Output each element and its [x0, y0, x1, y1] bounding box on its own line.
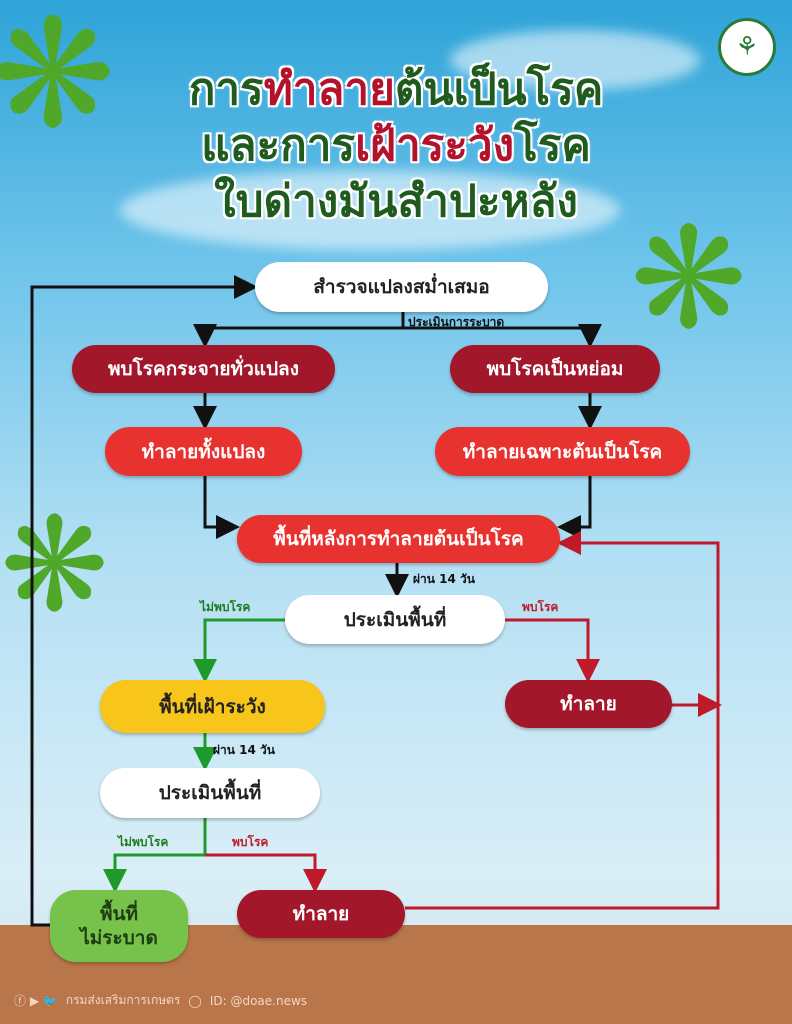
- arrow: [203, 476, 240, 539]
- title-text: การ: [188, 64, 264, 115]
- footer-line-id: ID: @doae.news: [209, 993, 308, 1008]
- title-text: ต้นเป็นโรค: [394, 64, 604, 115]
- title-highlight: ทำลาย: [263, 64, 395, 115]
- not-found-label: ไม่พบโรค: [200, 600, 251, 614]
- footer-org: กรมส่งเสริมการเกษตร: [65, 993, 181, 1007]
- found-label: พบโรค: [522, 600, 559, 614]
- assess-node: ประเมินพื้นที่: [285, 595, 505, 644]
- destroy-all-node: ทำลายทั้งแปลง: [105, 427, 302, 476]
- clear-area-line: พื้นที่: [99, 903, 139, 925]
- destroy-some-node: ทำลายเฉพาะต้นเป็นโรค: [435, 427, 690, 476]
- wait-label: ผ่าน 14 วัน: [413, 572, 475, 586]
- arrow: [30, 275, 258, 927]
- cloud: [120, 170, 620, 250]
- arrow: [405, 531, 720, 910]
- arrow: [193, 312, 405, 348]
- arrow: [205, 853, 327, 893]
- cassava-leaf-image: ❋: [630, 198, 748, 361]
- arrow: [557, 476, 592, 539]
- found-label: พบโรค: [232, 835, 269, 849]
- line-icon: ◯: [188, 993, 202, 1008]
- not-found-label: ไม่พบโรค: [118, 835, 169, 849]
- after-destroy-node: พื้นที่หลังการทำลายต้นเป็นโรค: [237, 515, 560, 563]
- assess-spread-label: ประเมินการระบาด: [408, 315, 505, 329]
- widespread-node: พบโรคกระจายทั่วแปลง: [72, 345, 335, 393]
- arrow: [505, 618, 600, 683]
- cassava-leaf-image: ❋: [0, 489, 109, 641]
- patchy-node: พบโรคเป็นหย่อม: [450, 345, 660, 393]
- destroy-node: ทำลาย: [505, 680, 672, 728]
- destroy-node: ทำลาย: [237, 890, 405, 938]
- arrow: [103, 818, 207, 893]
- clear-area-line: ไม่ระบาด: [80, 927, 158, 949]
- survey-node: สำรวจแปลงสม่ำเสมอ: [255, 262, 548, 312]
- doae-logo: ⚘: [718, 18, 776, 76]
- arrow: [193, 618, 285, 683]
- arrow: [403, 324, 602, 348]
- title-text: ใบด่างมันสำปะหลัง: [214, 176, 578, 227]
- page-title: การทำลายต้นเป็นโรค และการเฝ้าระวังโรค ใบ…: [0, 62, 792, 230]
- footer: ⓕ ▶ 🐦 กรมส่งเสริมการเกษตร ◯ ID: @doae.ne…: [14, 991, 307, 1010]
- assess-node: ประเมินพื้นที่: [100, 768, 320, 818]
- wait-label: ผ่าน 14 วัน: [213, 743, 275, 757]
- cloud: [450, 30, 700, 90]
- title-text: และการ: [201, 120, 356, 171]
- cassava-leaf-image: ❋: [0, 0, 116, 162]
- watch-area-node: พื้นที่เฝ้าระวัง: [100, 680, 325, 733]
- clear-area-node: พื้นที่ ไม่ระบาด: [50, 890, 188, 962]
- title-highlight: เฝ้าระวัง: [355, 120, 515, 171]
- title-text: โรค: [514, 120, 591, 171]
- social-icons: ⓕ ▶ 🐦: [14, 994, 58, 1008]
